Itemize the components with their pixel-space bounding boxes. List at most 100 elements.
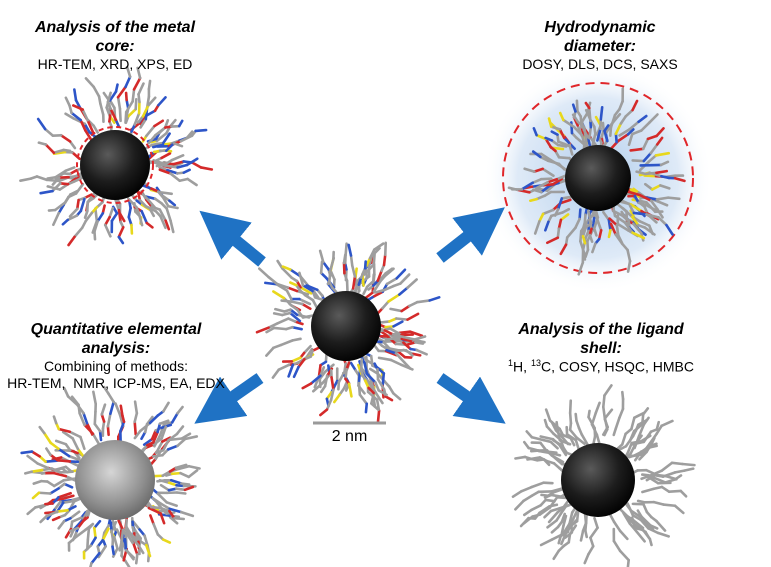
ligand-bond	[150, 141, 165, 147]
ligand-bond	[106, 424, 110, 437]
ligand-bond	[110, 529, 115, 541]
ligand-bond	[626, 259, 632, 273]
ligand-bond	[84, 77, 96, 89]
ligand-bond	[389, 358, 403, 367]
ligand-bond	[151, 497, 163, 506]
ligand-bond	[92, 526, 97, 540]
ligand-bond	[633, 411, 646, 420]
ligand-bond	[164, 219, 171, 231]
ligand-bond	[147, 79, 152, 91]
ligand-bond	[406, 312, 420, 321]
ligand-bond	[39, 189, 54, 195]
ligand-bond	[153, 119, 165, 128]
ligand-bond	[79, 118, 87, 132]
ligand-bond	[185, 157, 199, 167]
ligand-bond	[305, 347, 314, 359]
ligand-bond	[124, 110, 128, 124]
ligand-bond	[172, 160, 185, 166]
ligand-bond	[344, 367, 348, 381]
ligand-bond	[133, 111, 141, 126]
ligand-bond	[551, 437, 561, 447]
ligand-bond	[541, 208, 555, 216]
ligand-bond	[415, 299, 432, 304]
ligand-bond	[655, 519, 667, 532]
ligand-bond	[628, 522, 639, 534]
ligand-bond	[618, 529, 629, 541]
ligand-bond	[539, 538, 554, 547]
ligand-bond	[551, 177, 563, 186]
ligand-bond	[655, 420, 660, 431]
ligand-bond	[351, 275, 357, 290]
ligand-bond	[37, 141, 48, 146]
ligand-bond	[575, 99, 579, 113]
ligand-bond	[596, 127, 602, 142]
ligand-bond	[630, 416, 636, 431]
ligand-bond	[36, 462, 50, 470]
ligand-bond	[63, 387, 70, 398]
ligand-bond	[630, 215, 640, 227]
ligand-bond	[583, 213, 587, 224]
ligand-bond	[35, 175, 49, 182]
ligand-bond	[673, 469, 686, 474]
ligand-bond	[110, 212, 119, 223]
ligand-bond	[559, 213, 570, 222]
ligand-bond	[38, 425, 46, 435]
ligand-bond	[92, 390, 98, 406]
ligand-bond	[399, 273, 411, 285]
metal-core-heading-1: Analysis of the metal	[34, 19, 196, 36]
ligand-bond	[376, 368, 380, 381]
ligand-bond	[533, 220, 541, 235]
ligand-bond	[265, 346, 275, 357]
ligand-bond	[587, 106, 592, 123]
elemental-heading-2: analysis:	[81, 340, 151, 358]
ligand-bond	[291, 337, 302, 342]
ligand-bond	[63, 482, 74, 489]
ligand-bond	[398, 330, 412, 335]
ligand-bond	[275, 282, 290, 289]
ligand-bond	[319, 366, 326, 378]
ligand-bond	[168, 509, 176, 520]
ligand-bond	[593, 516, 599, 530]
ligand-bond	[289, 281, 298, 287]
ligand-bond	[99, 102, 105, 117]
ligand-bond	[618, 128, 631, 137]
ligand-bond	[145, 124, 156, 138]
ligand-bond	[152, 522, 160, 536]
ligand-bond	[159, 512, 166, 525]
ligand-bond	[394, 352, 406, 364]
ligand-bond	[101, 204, 106, 215]
ligand-bond	[117, 208, 122, 224]
ligand-bond	[290, 300, 304, 306]
ligand-bond	[574, 136, 584, 145]
ligand-bond	[538, 449, 554, 455]
ligand-bond	[26, 506, 37, 516]
ligand-bond	[297, 358, 306, 369]
ligand-bond	[648, 113, 659, 124]
ligand-bond	[194, 128, 208, 133]
ligand-bond	[601, 394, 606, 409]
ligand-bond	[540, 184, 551, 194]
ligand-bond	[96, 212, 105, 223]
ligand-bond	[538, 506, 552, 516]
ligand-bond	[389, 334, 404, 341]
ligand-bond	[392, 392, 402, 401]
ligand-bond	[40, 467, 54, 472]
ligand-bond	[56, 508, 69, 513]
ligand-bond	[170, 471, 182, 476]
ligand-bond	[165, 501, 178, 508]
ligand-bond	[57, 491, 72, 499]
ligand-bond	[271, 368, 281, 379]
ligand-bond	[309, 374, 322, 385]
ligand-bond	[305, 284, 319, 292]
ligand-bond	[633, 448, 647, 457]
ligand-bond	[579, 229, 583, 243]
ligand-bond	[343, 362, 347, 374]
ligand-bond	[358, 393, 369, 406]
ligand-bond	[52, 471, 68, 478]
ligand-bond	[56, 458, 72, 463]
ligand-bond	[397, 350, 407, 359]
ligand-bond	[166, 168, 179, 175]
ligand-bond	[403, 361, 412, 370]
ligand-bond	[532, 127, 538, 137]
